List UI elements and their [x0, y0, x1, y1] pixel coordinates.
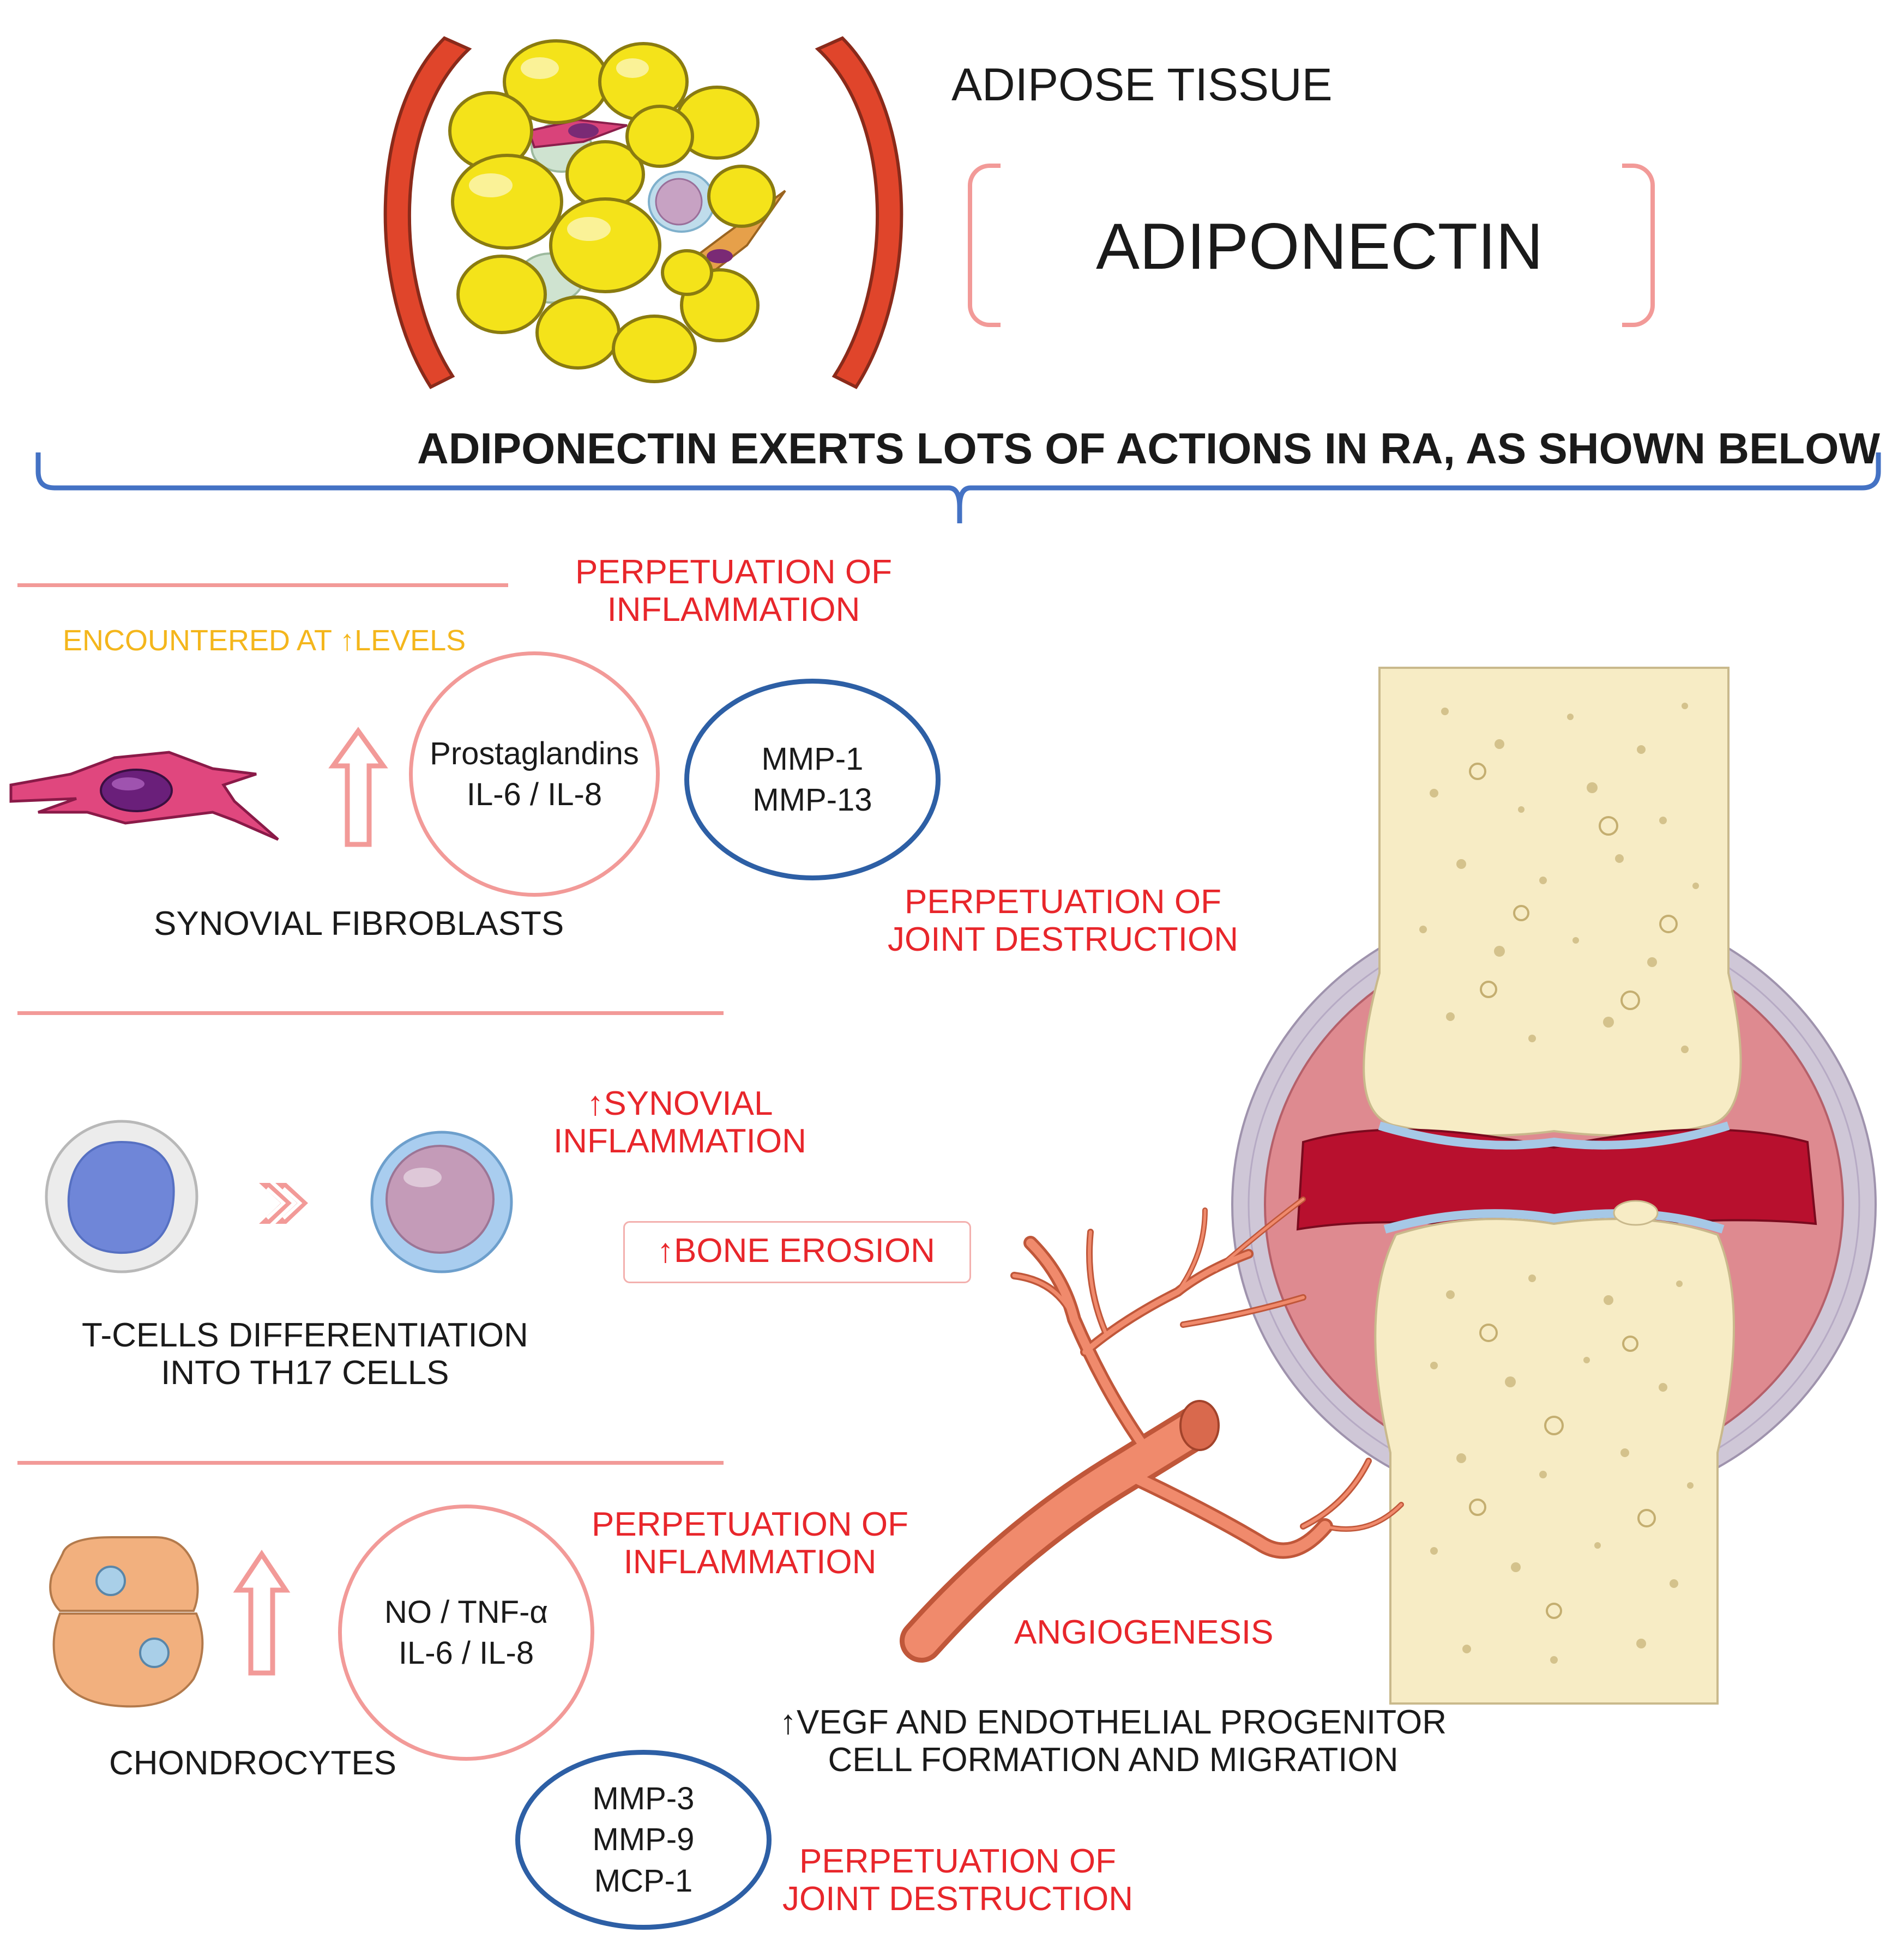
joint-illustration [1231, 667, 1877, 1705]
up-arrow-icon-chondrocytes [233, 1549, 291, 1676]
effect-line-1: PERPETUATION OF [592, 1506, 909, 1543]
effect-line-2: INFLAMMATION [607, 591, 860, 629]
th17-cell-icon [370, 1131, 513, 1273]
banner-text: ADIPONECTIN EXERTS LOTS OF ACTIONS IN RA… [417, 424, 1881, 473]
effect-line-2: INFLAMMATION [623, 1543, 877, 1581]
upper-bone [1363, 667, 1742, 1137]
chondrocyte-mediators-circle: NO / TNF-α IL-6 / IL-8 [338, 1505, 594, 1761]
levels-note: ENCOUNTERED AT ↑LEVELS [63, 624, 466, 657]
chondrocyte-cell-icon [49, 1536, 204, 1708]
t-cell-differentiation-label: T-CELLS DIFFERENTIATION INTO TH17 CELLS [82, 1316, 528, 1392]
effect-line-1: ↑SYNOVIAL [587, 1085, 773, 1122]
right-vessel [815, 36, 903, 389]
tcell-label-line-1: T-CELLS DIFFERENTIATION [82, 1316, 528, 1354]
fibroblast-mediators-circle: Prostaglandins IL-6 / IL-8 [409, 651, 660, 897]
tcell-label-line-2: INTO TH17 CELLS [161, 1354, 449, 1392]
angiogenesis-label: ANGIOGENESIS [1014, 1614, 1274, 1651]
effect-line-2: JOINT DESTRUCTION [782, 1880, 1133, 1918]
chondrocyte-destruction-effect: PERPETUATION OF JOINT DESTRUCTION [782, 1843, 1133, 1918]
effect-line-1: PERPETUATION OF [799, 1843, 1116, 1880]
effect-line-2: INFLAMMATION [553, 1122, 806, 1161]
bone-erosion-box [623, 1221, 971, 1283]
mmp-9: MMP-9 [592, 1822, 695, 1858]
curly-brace [35, 452, 1881, 523]
angiogenesis-detail: ↑VEGF AND ENDOTHELIAL PROGENITOR CELL FO… [780, 1704, 1447, 1779]
mediator-il6-il8: IL-6 / IL-8 [466, 777, 602, 812]
up-arrow-icon [328, 727, 388, 847]
divider-middle [17, 1011, 724, 1015]
fibroblast-inflammation-effect: PERPETUATION OF INFLAMMATION [575, 553, 892, 629]
bone-erosion-effect: ↑BONE EROSION [657, 1232, 935, 1270]
left-vessel [383, 36, 472, 389]
chondrocytes-label: CHONDROCYTES [109, 1744, 397, 1782]
mmp-3: MMP-3 [592, 1780, 695, 1816]
chondrocyte-mmp-circle: MMP-3 MMP-9 MCP-1 [515, 1750, 772, 1930]
effect-line-1: PERPETUATION OF [904, 883, 1221, 921]
mediator-no-tnf: NO / TNF-α [384, 1594, 548, 1630]
blood-vessel-illustration [900, 1197, 1404, 1663]
mmp-13: MMP-13 [752, 782, 872, 818]
bracket-right [1622, 164, 1655, 327]
mmp-1: MMP-1 [761, 741, 864, 777]
adipose-tissue-illustration [383, 36, 903, 389]
mediator-prostaglandins: Prostaglandins [430, 735, 639, 771]
divider-top [17, 583, 508, 587]
bracket-left [968, 164, 1001, 327]
adiponectin-bracket [968, 164, 1655, 327]
effect-line-1: PERPETUATION OF [575, 553, 893, 591]
lower-bone [1374, 1218, 1735, 1705]
chevron-right-icon [259, 1183, 308, 1224]
synovial-fibroblasts-label: SYNOVIAL FIBROBLASTS [154, 905, 564, 943]
t-cell-icon [45, 1120, 198, 1273]
adipose-tissue-label: ADIPOSE TISSUE [951, 59, 1333, 110]
mediator-il6-il8: IL-6 / IL-8 [398, 1635, 534, 1671]
angiogenesis-detail-line-2: CELL FORMATION AND MIGRATION [828, 1741, 1399, 1779]
fibroblast-cell-icon [9, 751, 279, 841]
fibroblast-mmp-circle: MMP-1 MMP-13 [684, 679, 941, 880]
mcp-1: MCP-1 [594, 1863, 693, 1899]
effect-line-2: JOINT DESTRUCTION [888, 921, 1238, 959]
adiponectin-title: ADIPONECTIN [1096, 210, 1544, 283]
synovial-inflammation-effect: ↑SYNOVIAL INFLAMMATION [553, 1085, 806, 1161]
divider-bottom [17, 1461, 724, 1465]
angiogenesis-detail-line-1: ↑VEGF AND ENDOTHELIAL PROGENITOR [780, 1704, 1447, 1741]
fibroblast-destruction-effect: PERPETUATION OF JOINT DESTRUCTION [888, 883, 1238, 959]
chondrocyte-inflammation-effect: PERPETUATION OF INFLAMMATION [592, 1506, 908, 1581]
